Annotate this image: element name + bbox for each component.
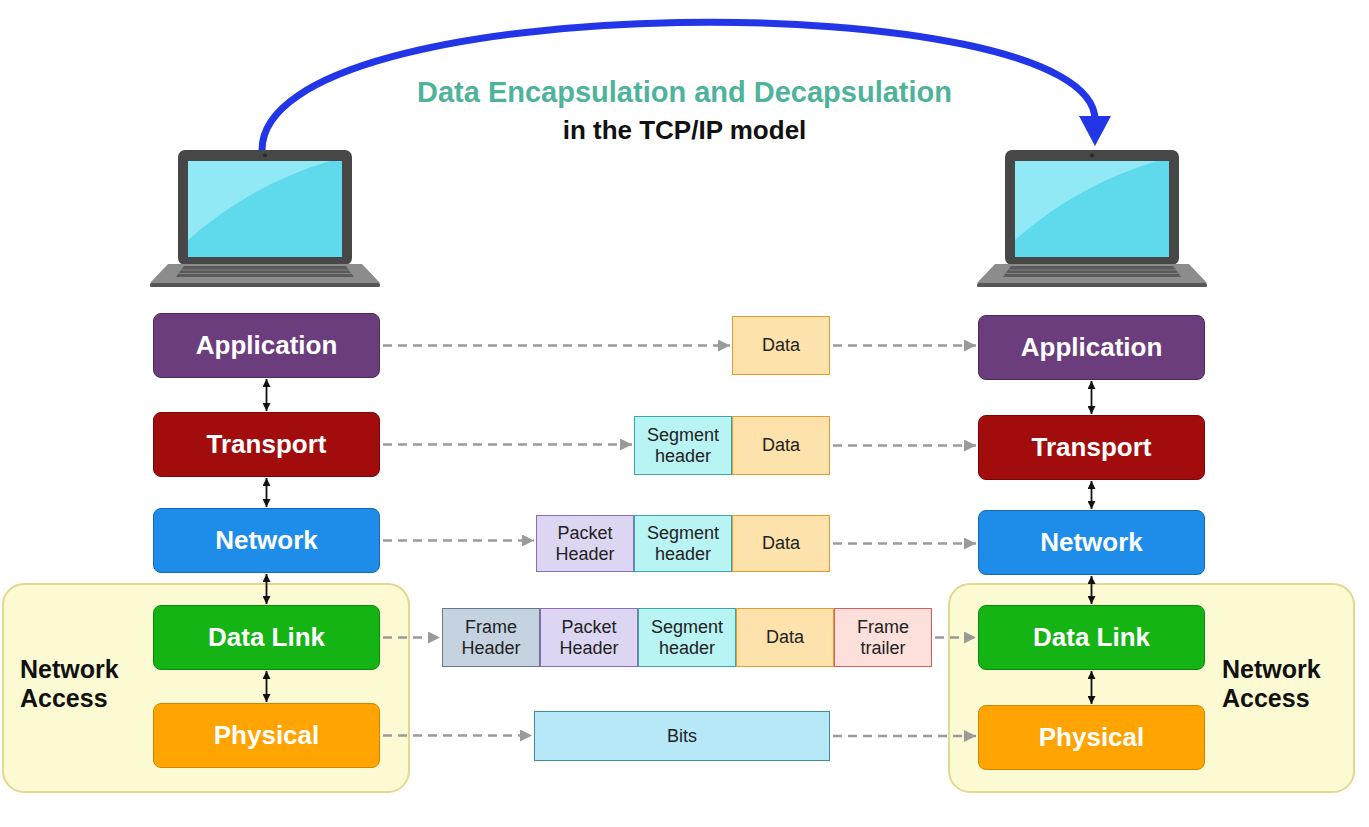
layer-box: Transport (153, 412, 380, 477)
box-label: Transport (1028, 433, 1156, 463)
layer-box: Application (978, 315, 1205, 380)
packet-header-box: Packet Header (536, 515, 634, 572)
box-label: Packet Header (537, 523, 633, 564)
data-unit-box: Data (732, 416, 830, 475)
box-label: Data (758, 435, 804, 456)
box-label: Application (1017, 333, 1167, 363)
layer-box: Network (978, 510, 1205, 575)
box-label: Application (192, 331, 342, 361)
box-label: Physical (210, 721, 324, 751)
box-label: Data (758, 533, 804, 554)
box-label: Frame Header (443, 617, 539, 658)
layer-box: Transport (978, 415, 1205, 480)
data-unit-box: Data (732, 316, 830, 375)
box-label: Network (211, 526, 322, 556)
box-label: Physical (1035, 723, 1149, 753)
frame-trailer-box: Frame trailer (834, 608, 932, 667)
layer-box: Physical (978, 705, 1205, 770)
data-flow-arrow (383, 344, 730, 347)
box-label: Bits (663, 726, 701, 747)
data-unit-box: Data (732, 515, 830, 572)
layer-box: Data Link (153, 605, 380, 670)
data-flow-arrow (383, 443, 632, 446)
segment-header-box: Segment header (638, 608, 736, 667)
diagram-subtitle: in the TCP/IP model (0, 115, 1369, 146)
segment-header-box: Segment header (634, 416, 732, 475)
network-access-band: Network Access Data LinkPhysical (2, 583, 410, 793)
data-flow-arrow (383, 539, 534, 542)
box-label: Segment header (639, 617, 735, 658)
layer-box: Application (153, 313, 380, 378)
data-flow-arrow (833, 444, 976, 447)
layer-link-arrow (1091, 381, 1093, 414)
laptop-icon (150, 150, 380, 287)
arc-arrowhead (1079, 116, 1111, 146)
box-label: Data (762, 627, 808, 648)
group-label: Network Access (20, 655, 145, 713)
bits-box: Bits (534, 711, 830, 761)
packet-header-box: Packet Header (540, 608, 638, 667)
data-flow-arrow (833, 542, 976, 545)
data-unit-box: Data (736, 608, 834, 667)
frame-header-box: Frame Header (442, 608, 540, 667)
network-access-band: Network Access Data LinkPhysical (948, 583, 1355, 793)
layer-link-arrow (266, 478, 268, 507)
box-label: Packet Header (541, 617, 637, 658)
box-label: Frame trailer (835, 617, 931, 658)
box-label: Data (758, 335, 804, 356)
segment-header-box: Segment header (634, 515, 732, 572)
group-label: Network Access (1222, 655, 1347, 713)
box-label: Network (1036, 528, 1147, 558)
data-flow-arrow (833, 344, 976, 347)
box-label: Segment header (635, 523, 731, 564)
box-label: Data Link (204, 623, 329, 653)
layer-box: Network (153, 508, 380, 573)
box-label: Transport (203, 430, 331, 460)
box-label: Segment header (635, 425, 731, 466)
layer-link-arrow (266, 379, 268, 411)
box-label: Data Link (1029, 623, 1154, 653)
laptop-icon (977, 150, 1207, 287)
layer-box: Data Link (978, 605, 1205, 670)
layer-link-arrow (1091, 481, 1093, 509)
layer-box: Physical (153, 703, 380, 768)
diagram-title: Data Encapsulation and Decapsulation (0, 76, 1369, 109)
